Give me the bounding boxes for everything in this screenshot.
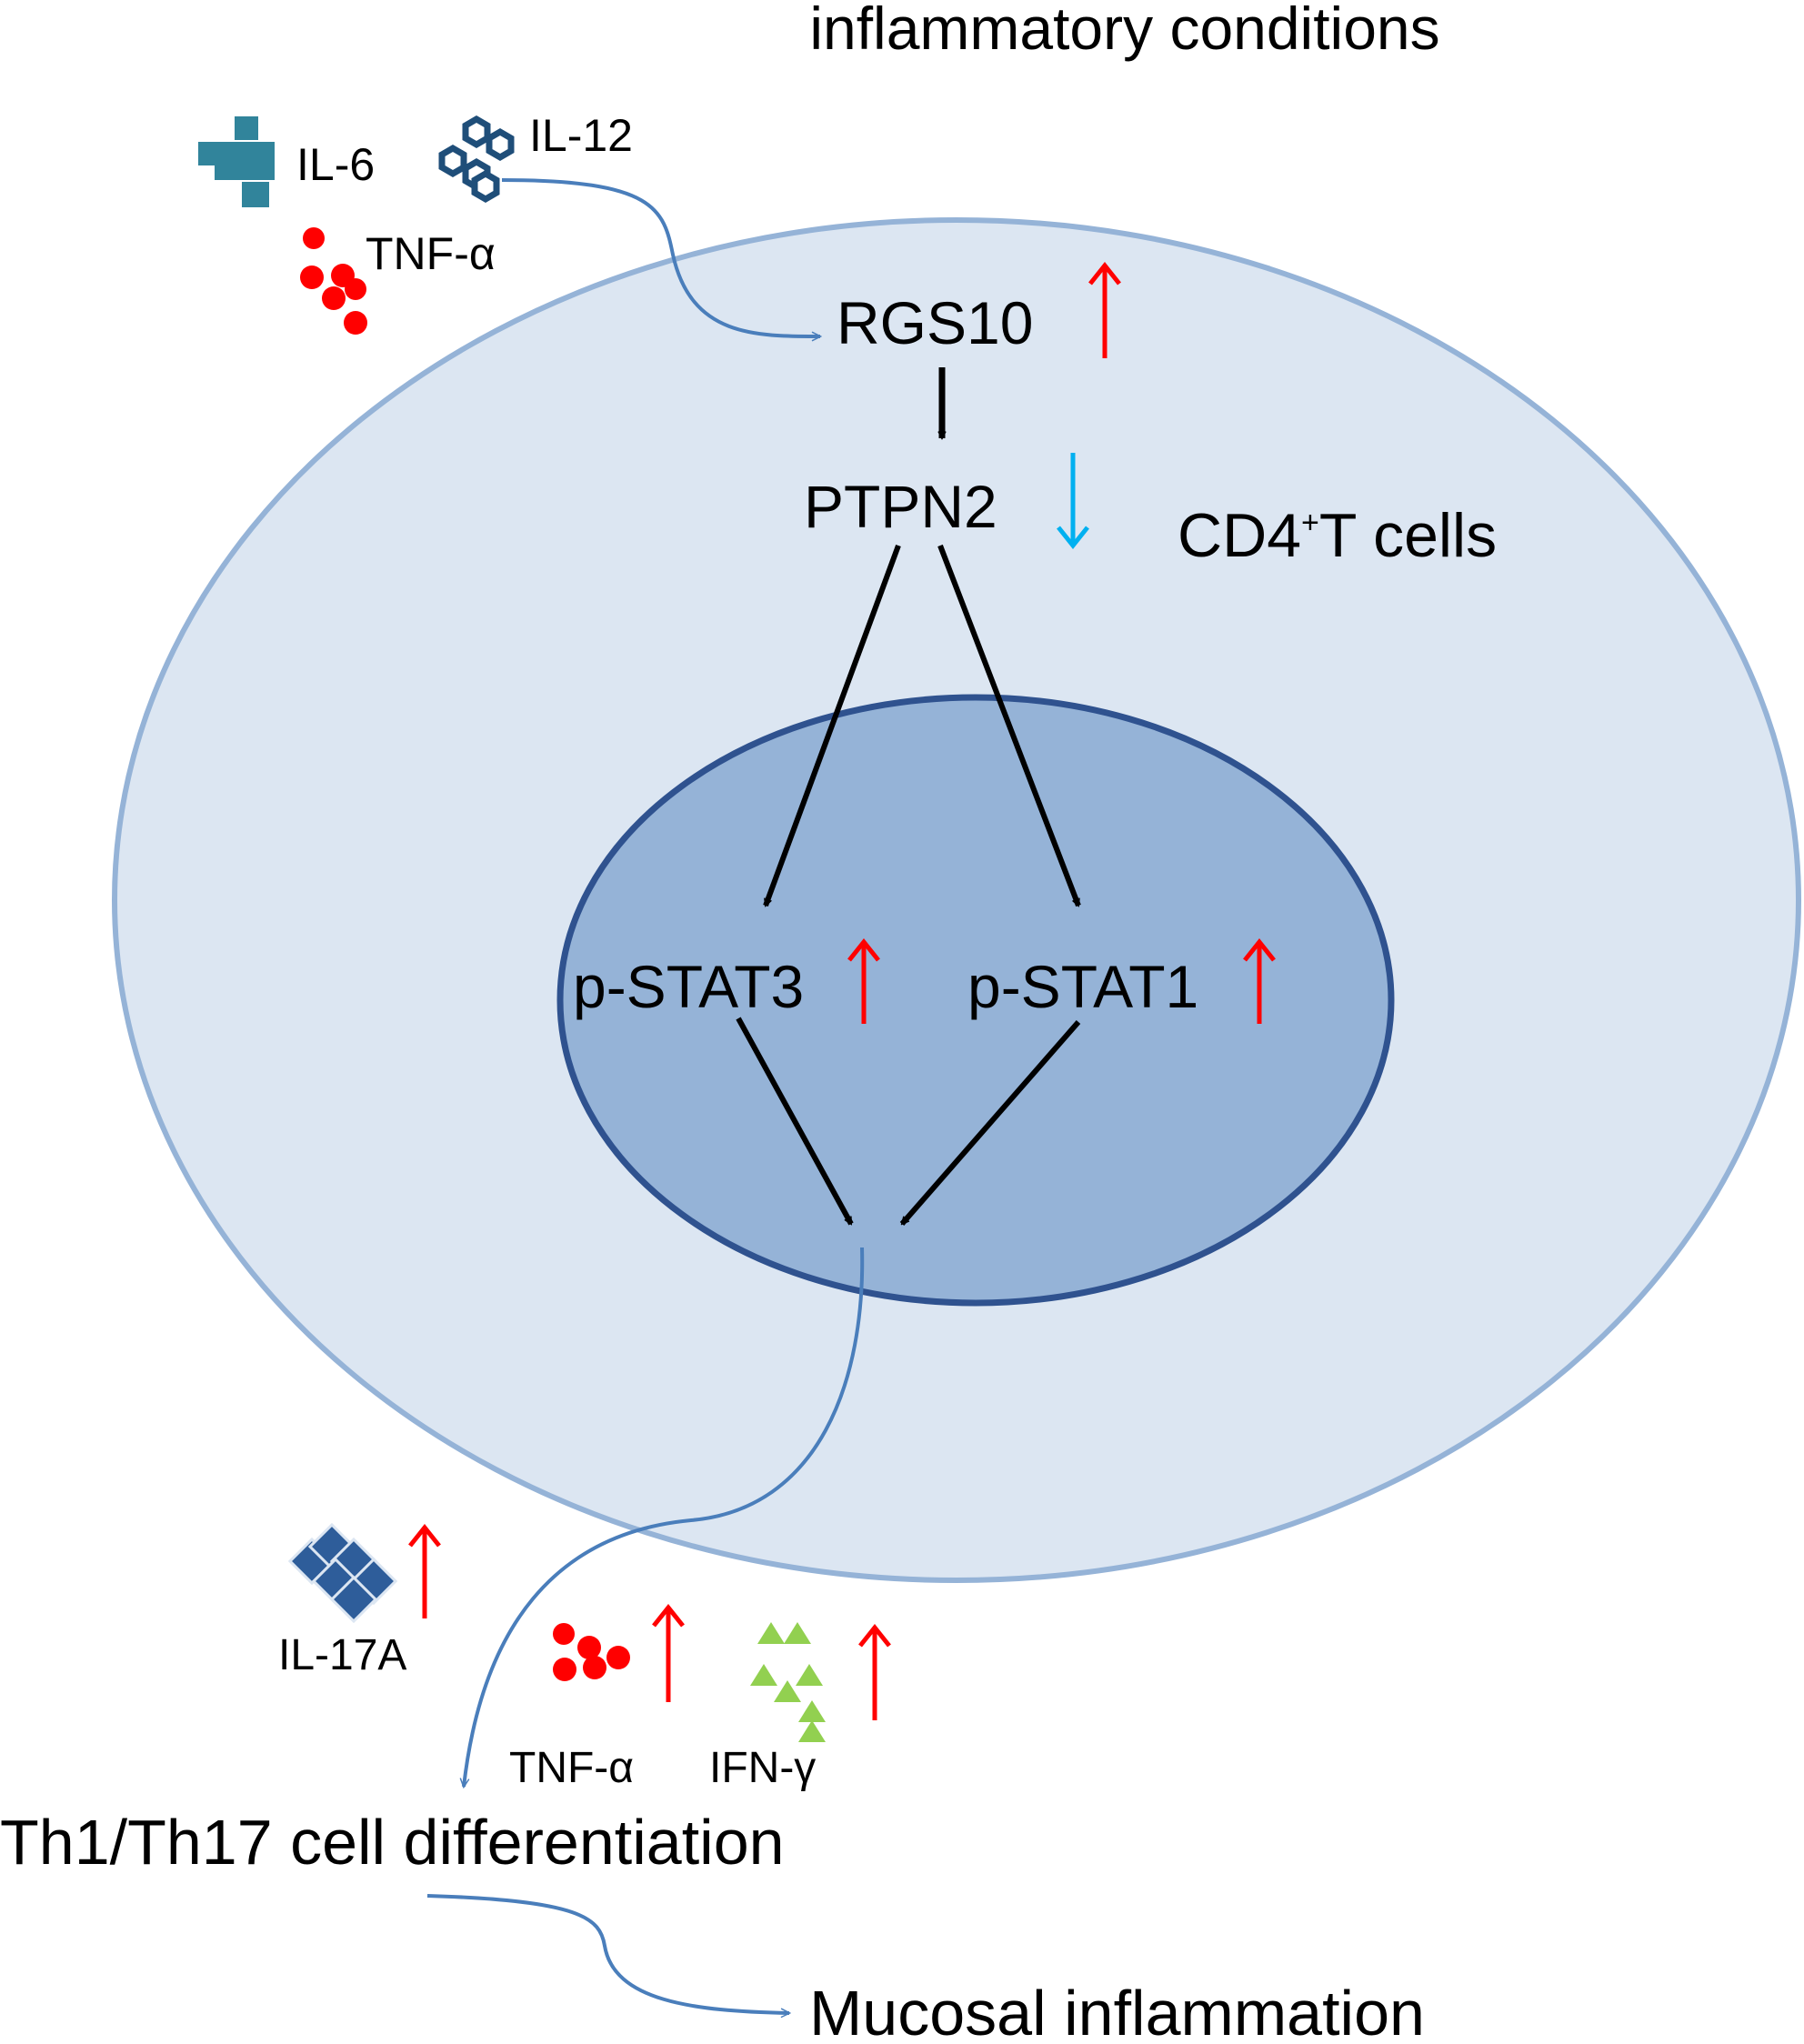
pstat3-to-output-arrow	[736, 1017, 854, 1224]
pstat3-up-arrow	[847, 937, 880, 1024]
cell-label-main: CD4	[1178, 501, 1301, 570]
il6-label: IL-6	[296, 139, 375, 190]
il17a-up-arrow	[408, 1523, 441, 1618]
il17a-icon	[287, 1522, 398, 1624]
rgs10-label: RGS10	[837, 289, 1033, 356]
il12-icon	[438, 115, 515, 204]
il17a-label: IL-17A	[278, 1631, 406, 1679]
title: inflammatory conditions	[809, 0, 1439, 62]
tnfa-input-label: TNF-α	[366, 228, 496, 279]
pstat1-to-output-arrow	[899, 1020, 1081, 1226]
pstat1-label: p-STAT1	[967, 953, 1198, 1020]
tnfa-output-label: TNF-α	[509, 1744, 634, 1792]
tnfa-output-up-arrow	[652, 1603, 685, 1702]
pstat3-label: p-STAT3	[573, 953, 804, 1020]
il12-label: IL-12	[529, 110, 633, 161]
ptpn2-to-pstat3-arrow	[763, 544, 901, 906]
cell-label-sup: +	[1301, 506, 1319, 540]
pstat1-up-arrow	[1243, 937, 1276, 1024]
ifng-label: IFN-γ	[709, 1744, 816, 1792]
outcome-label: Mucosal inflammation	[809, 1978, 1425, 2044]
rgs10-up-arrow	[1088, 261, 1121, 358]
ifng-icon	[750, 1622, 826, 1742]
tnfa-input-icon	[300, 227, 367, 335]
nucleus-to-differentiation-arrow	[464, 1247, 865, 1787]
cell-label-rest: T cells	[1319, 501, 1497, 570]
il6-icon	[198, 116, 275, 207]
ptpn2-to-pstat1-arrow	[937, 544, 1081, 906]
ifng-up-arrow	[858, 1623, 891, 1720]
differentiation-label: Th1/Th17 cell differentiation	[0, 1807, 785, 1878]
ptpn2-down-arrow	[1057, 453, 1089, 550]
input-to-rgs10-arrow	[501, 178, 820, 336]
cell-label: CD4+T cells	[1178, 501, 1497, 570]
ptpn2-label: PTPN2	[804, 473, 997, 540]
tnfa-output-icon	[553, 1623, 630, 1681]
nucleus	[556, 694, 1395, 1307]
differentiation-to-inflammation-arrow	[426, 1894, 789, 2013]
